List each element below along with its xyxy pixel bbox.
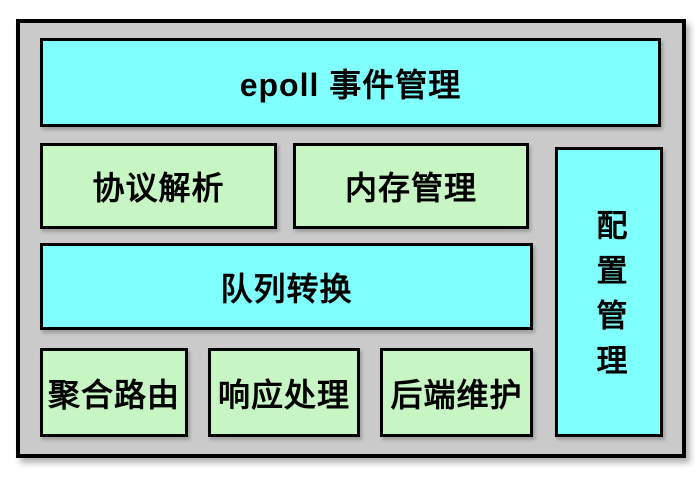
outer-panel: epoll 事件管理 协议解析 内存管理 队列转换 聚合路由 响应处理 后端维护… bbox=[16, 19, 686, 458]
block-response-processing: 响应处理 bbox=[208, 348, 360, 437]
block-backend-maintenance: 后端维护 bbox=[380, 348, 533, 437]
block-config-management: 配置管理 bbox=[555, 147, 663, 437]
block-epoll-event-management: epoll 事件管理 bbox=[40, 38, 661, 127]
block-memory-management: 内存管理 bbox=[293, 143, 529, 229]
block-aggregate-routing: 聚合路由 bbox=[40, 348, 188, 437]
block-queue-conversion: 队列转换 bbox=[40, 243, 533, 330]
block-config-management-label: 配置管理 bbox=[591, 209, 627, 389]
block-protocol-parsing: 协议解析 bbox=[40, 143, 277, 229]
